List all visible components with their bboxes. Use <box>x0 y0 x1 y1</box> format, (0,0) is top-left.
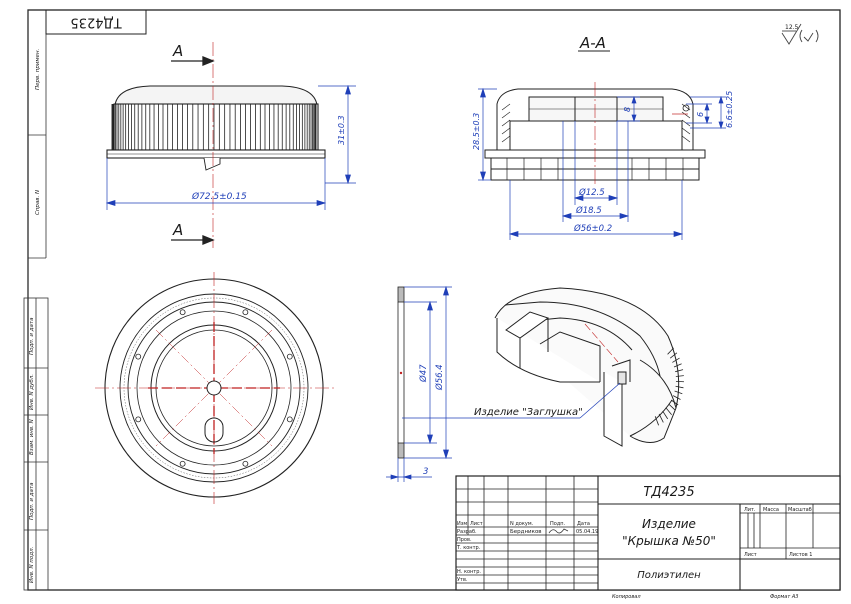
roughness-value: 12.5 <box>785 24 799 31</box>
corner-code-box <box>45 9 147 35</box>
top-view <box>95 272 334 504</box>
col-data: Дата <box>577 521 590 527</box>
side-label-perv: Перв. примен. <box>35 48 41 90</box>
col-izm: Изм <box>457 521 467 527</box>
title-name-1: Изделие <box>642 517 696 531</box>
side-label-podp-1: Подп. и дата <box>29 317 35 355</box>
dim-section-6-6: 6.6±0.25 <box>725 91 734 128</box>
dim-section-height: 28.5±0.3 <box>472 113 481 150</box>
roughness-mark <box>781 23 819 45</box>
label-copied: Копировал <box>612 594 641 600</box>
role-razrab: Разраб. <box>457 529 477 535</box>
callout-leader <box>402 382 621 419</box>
side-label-inv-dubl: Инв. N дубл. <box>29 374 35 410</box>
dim-gasket-47: Ø47 <box>418 364 429 383</box>
label-sheets: Листов 1 <box>789 552 812 558</box>
isometric-view <box>494 287 684 447</box>
label-lit: Лит. <box>744 507 756 513</box>
title-code: ТД4235 <box>643 485 694 500</box>
label-format: Формат А3 <box>770 594 798 600</box>
title-name-2: "Крышка №50" <box>622 534 716 548</box>
side-label-podp-2: Подп. и дата <box>29 482 35 520</box>
section-arrow-top <box>171 56 215 66</box>
section-arrow-bottom <box>171 235 215 245</box>
dim-section-d56: Ø56±0.2 <box>573 223 612 234</box>
side-label-vzam: Взам. инв. N <box>29 419 35 455</box>
col-list: Лист <box>470 521 483 527</box>
col-podp: Подп. <box>550 521 566 527</box>
designer-signature <box>548 528 569 534</box>
label-scale: Масштаб <box>788 507 812 513</box>
design-date: 05.04.19 <box>576 529 598 535</box>
section-view <box>484 82 706 186</box>
dim-gasket-3: 3 <box>423 467 428 477</box>
dim-section-6: 6 <box>696 112 705 117</box>
dim-section-8: 8 <box>623 107 632 112</box>
gasket-section <box>397 286 405 459</box>
label-sheet: Лист <box>744 552 757 558</box>
designer-name: Бердников <box>510 529 542 535</box>
side-label-inv-podl: Инв. N подл. <box>29 546 35 583</box>
side-strip <box>23 10 49 591</box>
role-utv: Утв. <box>457 577 468 583</box>
title-block <box>455 475 841 591</box>
role-prov: Пров. <box>457 537 472 543</box>
corner-code: ТД4235 <box>70 15 122 30</box>
front-dimensions <box>105 84 356 210</box>
dim-section-d18-5: Ø18.5 <box>575 205 602 216</box>
role-tkontr: Т. контр. <box>456 545 481 551</box>
dim-front-diameter: Ø72.5±0.15 <box>191 191 247 202</box>
side-label-sprav: Справ. N <box>35 190 41 215</box>
col-ndoc: N докум. <box>510 521 534 527</box>
section-marker-top: А <box>172 42 183 60</box>
title-material: Полиэтилен <box>637 570 701 581</box>
dim-section-d12-5: Ø12.5 <box>578 187 605 198</box>
callout-label: Изделие "Заглушка" <box>474 407 583 418</box>
section-dimensions <box>478 87 726 240</box>
dim-front-height: 31±0.3 <box>337 115 346 145</box>
gasket-dimensions <box>386 285 452 482</box>
label-mass: Масса <box>763 507 779 513</box>
role-nkontr: Н. контр. <box>457 569 481 575</box>
section-marker-bottom: А <box>172 221 183 239</box>
front-view <box>106 42 326 248</box>
section-title: А-А <box>579 34 606 52</box>
dim-gasket-56-4: Ø56.4 <box>434 364 445 391</box>
